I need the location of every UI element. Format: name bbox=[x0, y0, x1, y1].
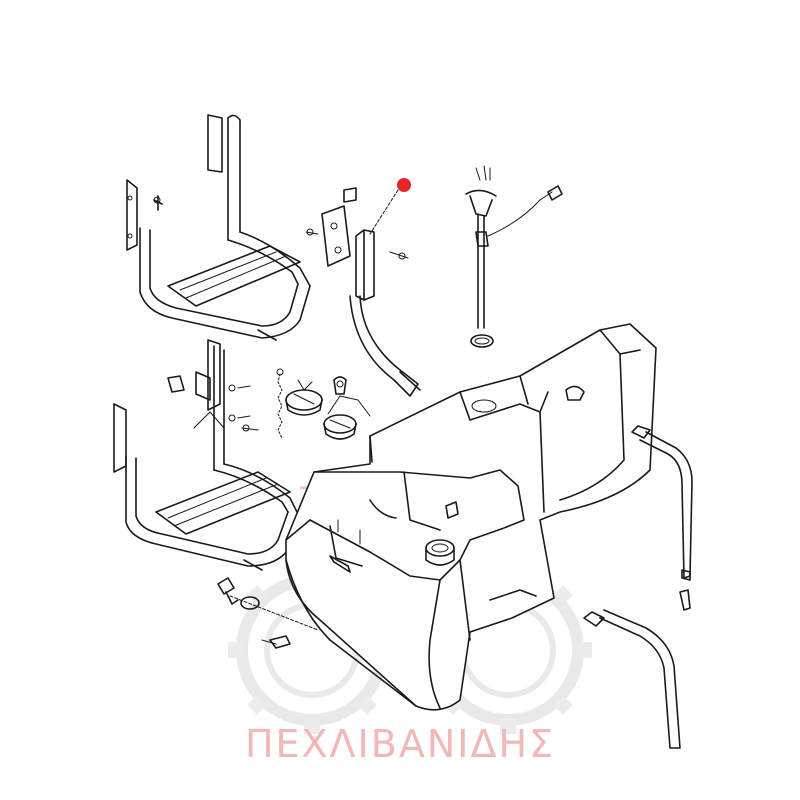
tank-mount-bracket bbox=[305, 187, 421, 397]
adblue-cap bbox=[323, 376, 371, 440]
sender-o-ring bbox=[470, 334, 494, 348]
tank-strap-upper bbox=[631, 425, 693, 611]
watermark-brand-text: ΠΕΧΛΙΒΑΝΙΔΗΣ bbox=[244, 722, 556, 766]
fuel-cap bbox=[285, 379, 323, 416]
fuel-tank bbox=[261, 323, 657, 711]
cap-tether-chain bbox=[276, 368, 284, 439]
step-lower bbox=[113, 339, 299, 571]
callout-marker bbox=[369, 178, 411, 235]
drain-plug bbox=[217, 577, 319, 631]
fuel-level-sender bbox=[465, 165, 563, 329]
tank-strap-lower bbox=[583, 609, 681, 749]
step-upper bbox=[126, 114, 311, 341]
